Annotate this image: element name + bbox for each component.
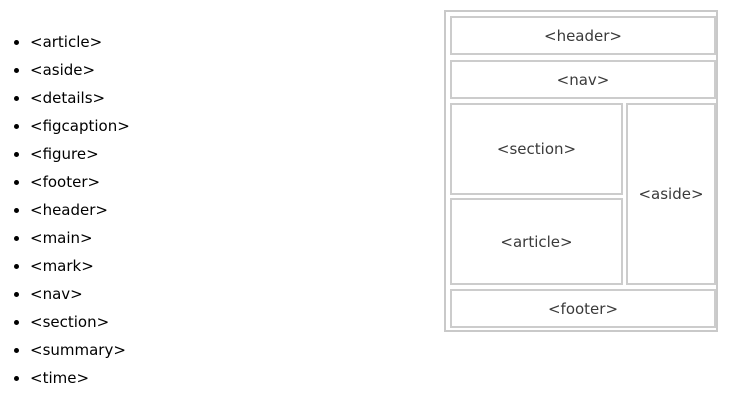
list-item: <time> xyxy=(14,364,450,392)
diagram-box-header: <header> xyxy=(450,16,716,55)
semantic-element-list: <article> <aside> <details> <figcaption>… xyxy=(0,28,450,392)
diagram-box-section: <section> xyxy=(450,103,623,195)
list-item-label: <details> xyxy=(30,89,106,107)
list-item: <footer> xyxy=(14,168,450,196)
list-item-label: <main> xyxy=(30,229,93,247)
list-item: <section> xyxy=(14,308,450,336)
list-item: <nav> xyxy=(14,280,450,308)
list-item: <header> xyxy=(14,196,450,224)
diagram-box-article: <article> xyxy=(450,198,623,285)
list-item-label: <time> xyxy=(30,369,90,387)
diagram-box-footer: <footer> xyxy=(450,289,716,328)
page-structure-diagram: <header> <nav> <section> <article> <asid… xyxy=(444,10,718,332)
list-item-label: <header> xyxy=(30,201,108,219)
diagram-box-nav-label: <nav> xyxy=(556,70,610,89)
list-item: <summary> xyxy=(14,336,450,364)
diagram-box-aside: <aside> xyxy=(626,103,716,285)
list-item-label: <section> xyxy=(30,313,110,331)
diagram-box-header-label: <header> xyxy=(544,26,622,45)
list-item-label: <summary> xyxy=(30,341,126,359)
diagram-box-aside-label: <aside> xyxy=(638,185,704,203)
list-item: <mark> xyxy=(14,252,450,280)
list-item: <main> xyxy=(14,224,450,252)
list-item-label: <aside> xyxy=(30,61,96,79)
list-item-label: <mark> xyxy=(30,257,94,275)
diagram-middle-row: <section> <article> <aside> xyxy=(450,103,716,285)
list-item: <details> xyxy=(14,84,450,112)
diagram-box-section-label: <section> xyxy=(496,140,577,158)
diagram-main-column: <section> <article> xyxy=(450,103,623,285)
list-item-label: <nav> xyxy=(30,285,83,303)
diagram-box-footer-label: <footer> xyxy=(547,299,619,318)
list-item-label: <footer> xyxy=(30,173,101,191)
list-item: <article> xyxy=(14,28,450,56)
list-item-label: <figcaption> xyxy=(30,117,130,135)
list-item: <figure> xyxy=(14,140,450,168)
list-item: <figcaption> xyxy=(14,112,450,140)
diagram-box-nav: <nav> xyxy=(450,60,716,99)
list-item-label: <figure> xyxy=(30,145,99,163)
list-item-label: <article> xyxy=(30,33,103,51)
diagram-box-article-label: <article> xyxy=(500,232,573,251)
list-item: <aside> xyxy=(14,56,450,84)
